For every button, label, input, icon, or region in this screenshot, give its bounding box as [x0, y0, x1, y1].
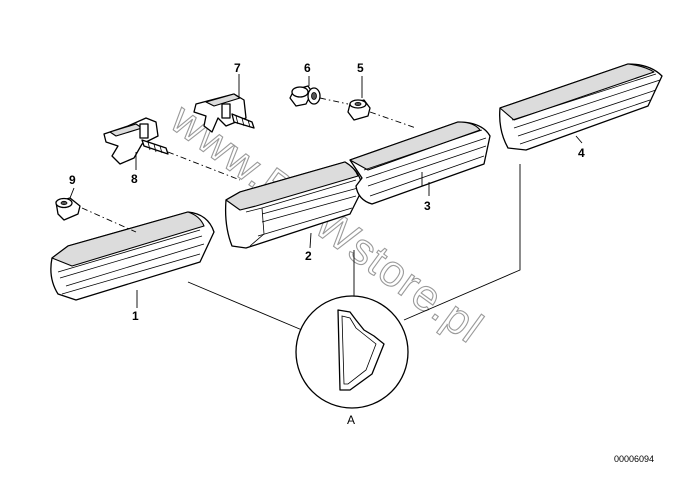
part-6-grommet[interactable]	[289, 85, 321, 107]
callout-4: 4	[578, 146, 585, 160]
part-1-moulding[interactable]	[50, 211, 215, 301]
leader-lines	[69, 74, 583, 308]
document-number: 00006094	[614, 454, 654, 464]
callout-7: 7	[234, 61, 241, 75]
part-3-moulding[interactable]	[349, 121, 491, 205]
part-5-clip[interactable]	[347, 99, 371, 121]
callout-2: 2	[305, 249, 312, 263]
detail-label: A	[347, 413, 355, 427]
part-4-moulding[interactable]	[499, 63, 663, 151]
detail-a-view	[295, 295, 409, 409]
callout-3: 3	[424, 199, 431, 213]
part-7-clip[interactable]	[193, 93, 255, 133]
part-8-clip[interactable]	[103, 117, 169, 165]
part-9-grommet[interactable]	[55, 197, 81, 221]
callout-6: 6	[304, 61, 311, 75]
callout-5: 5	[357, 61, 364, 75]
assembly-line-5	[369, 111, 417, 129]
callout-8: 8	[131, 172, 138, 186]
assembly-line-6	[319, 97, 349, 105]
assembly-line-9	[81, 207, 137, 233]
assembly-line-7-8	[167, 151, 241, 181]
part-2-moulding[interactable]	[224, 161, 363, 249]
callout-9: 9	[69, 173, 76, 187]
callout-1: 1	[132, 309, 139, 323]
detail-connectors	[187, 164, 521, 331]
